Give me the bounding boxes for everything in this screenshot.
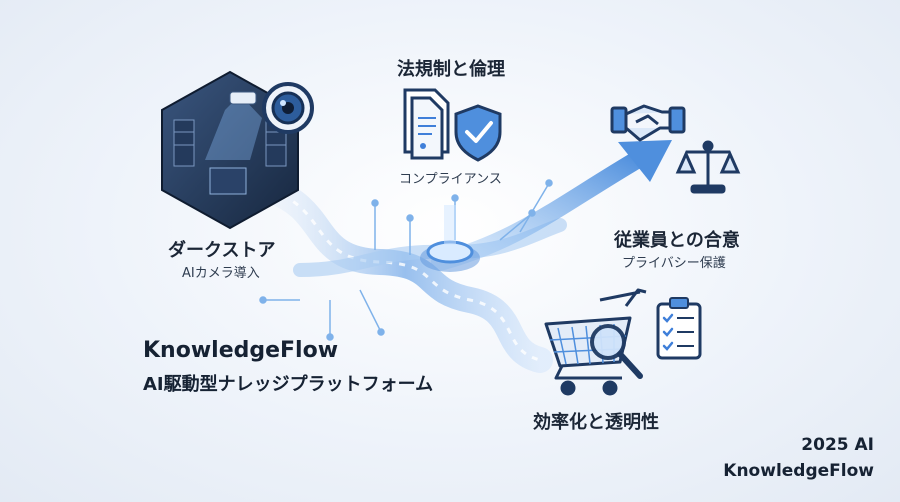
footer-credit: 2025 AI KnowledgeFlow: [723, 432, 874, 484]
handshake-icon: [610, 104, 686, 142]
footer-line-2: KnowledgeFlow: [723, 461, 874, 481]
regulation-title: 法規制と倫理: [397, 59, 505, 80]
dark-store-title: ダークストア: [168, 240, 276, 261]
scales-icon: [675, 140, 741, 194]
regulation-subtitle: コンプライアンス: [399, 172, 502, 187]
central-hub: [420, 205, 480, 272]
employee-subtitle: プライバシー保護: [622, 256, 726, 271]
dark-store-subtitle: AIカメラ導入: [182, 266, 260, 281]
clipboard-checklist-icon: [656, 297, 702, 360]
footer-line-1: 2025 AI: [801, 435, 874, 455]
magnifier-icon: [590, 324, 643, 379]
efficiency-title: 効率化と透明性: [533, 412, 659, 433]
brand-name: KnowledgeFlow: [143, 338, 339, 363]
shield-check-icon: [454, 104, 502, 162]
document-icon: [403, 88, 450, 160]
flow-paths: [257, 177, 567, 373]
brand-tagline: AI駆動型ナレッジプラットフォーム: [143, 374, 434, 395]
camera-icon: [229, 82, 314, 134]
employee-title: 従業員との合意: [614, 230, 740, 251]
